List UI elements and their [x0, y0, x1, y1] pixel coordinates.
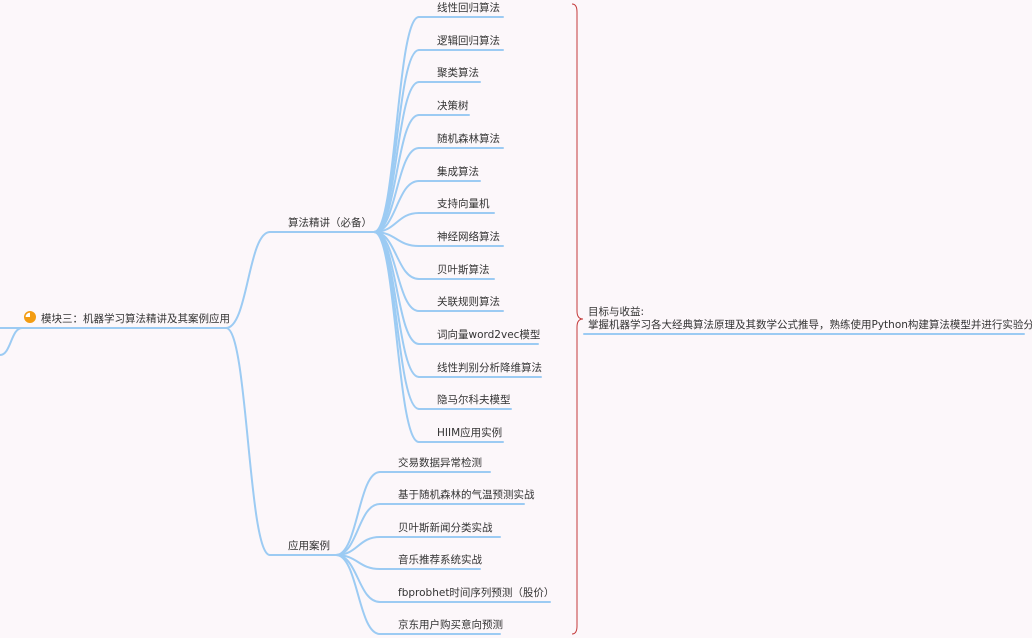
leaf-node-label[interactable]: 随机森林算法 [437, 132, 500, 145]
leaf-connector [335, 554, 381, 635]
leaf-connector [373, 231, 420, 410]
leaf-node-label[interactable]: 聚类算法 [437, 66, 479, 79]
leaf-node-label[interactable]: 交易数据异常检测 [398, 456, 482, 469]
leaf-connector [373, 147, 420, 233]
leaf-node-label[interactable]: 音乐推荐系统实战 [398, 553, 482, 566]
leaf-node-label[interactable]: 神经网络算法 [437, 230, 500, 243]
summary-brace [571, 3, 584, 635]
mindmap-nodes: 模块三：机器学习算法精讲及其案例应用 算法精讲（必备） 线性回归算法逻辑回归算法聚类… [23, 1, 1032, 631]
leaf-node-label[interactable]: 贝叶斯算法 [437, 263, 490, 276]
leaf-node-label[interactable]: 线性判别分析降维算法 [437, 361, 542, 374]
leaf-node-label[interactable]: 隐马尔科夫模型 [437, 393, 511, 406]
leaf-node-label[interactable]: 支持向量机 [437, 197, 490, 210]
branch-node-label[interactable]: 算法精讲（必备） [288, 216, 372, 229]
branch-connector-2 [225, 327, 271, 556]
leaf-node-label[interactable]: HIIM应用实例 [437, 426, 502, 439]
leaf-node-label[interactable]: 逻辑回归算法 [437, 34, 500, 47]
summary-title[interactable]: 目标与收益: [588, 305, 644, 318]
leaf-connector [373, 16, 420, 233]
leaf-node-label[interactable]: 基于随机森林的气温预测实战 [398, 488, 535, 501]
leaf-node-label[interactable]: 词向量word2vec模型 [437, 328, 540, 341]
leaf-node-label[interactable]: 关联规则算法 [437, 295, 500, 308]
leaf-node-label[interactable]: fbprobhet时间序列预测（股价） [398, 586, 554, 599]
leaf-node-label[interactable]: 线性回归算法 [437, 1, 500, 14]
root-entry-connector [0, 327, 23, 356]
summary-text[interactable]: 掌握机器学习各大经典算法原理及其数学公式推导，熟练使用Python构建算法模型并… [588, 318, 1032, 331]
leaf-node-label[interactable]: 贝叶斯新闻分类实战 [398, 521, 493, 534]
leaf-connector [335, 471, 381, 556]
branch-node-label[interactable]: 应用案例 [288, 539, 330, 552]
mindmap-connectors [0, 3, 1025, 635]
leaf-node-label[interactable]: 集成算法 [437, 165, 479, 178]
pie-progress-icon [23, 310, 36, 323]
leaf-connector [373, 114, 420, 233]
root-node-label[interactable]: 模块三：机器学习算法精讲及其案例应用 [41, 312, 230, 325]
leaf-node-label[interactable]: 京东用户购买意向预测 [398, 618, 503, 631]
leaf-connector [373, 81, 420, 233]
leaf-connector [373, 231, 420, 443]
branch-connector-1 [225, 231, 271, 329]
leaf-node-label[interactable]: 决策树 [437, 99, 469, 112]
